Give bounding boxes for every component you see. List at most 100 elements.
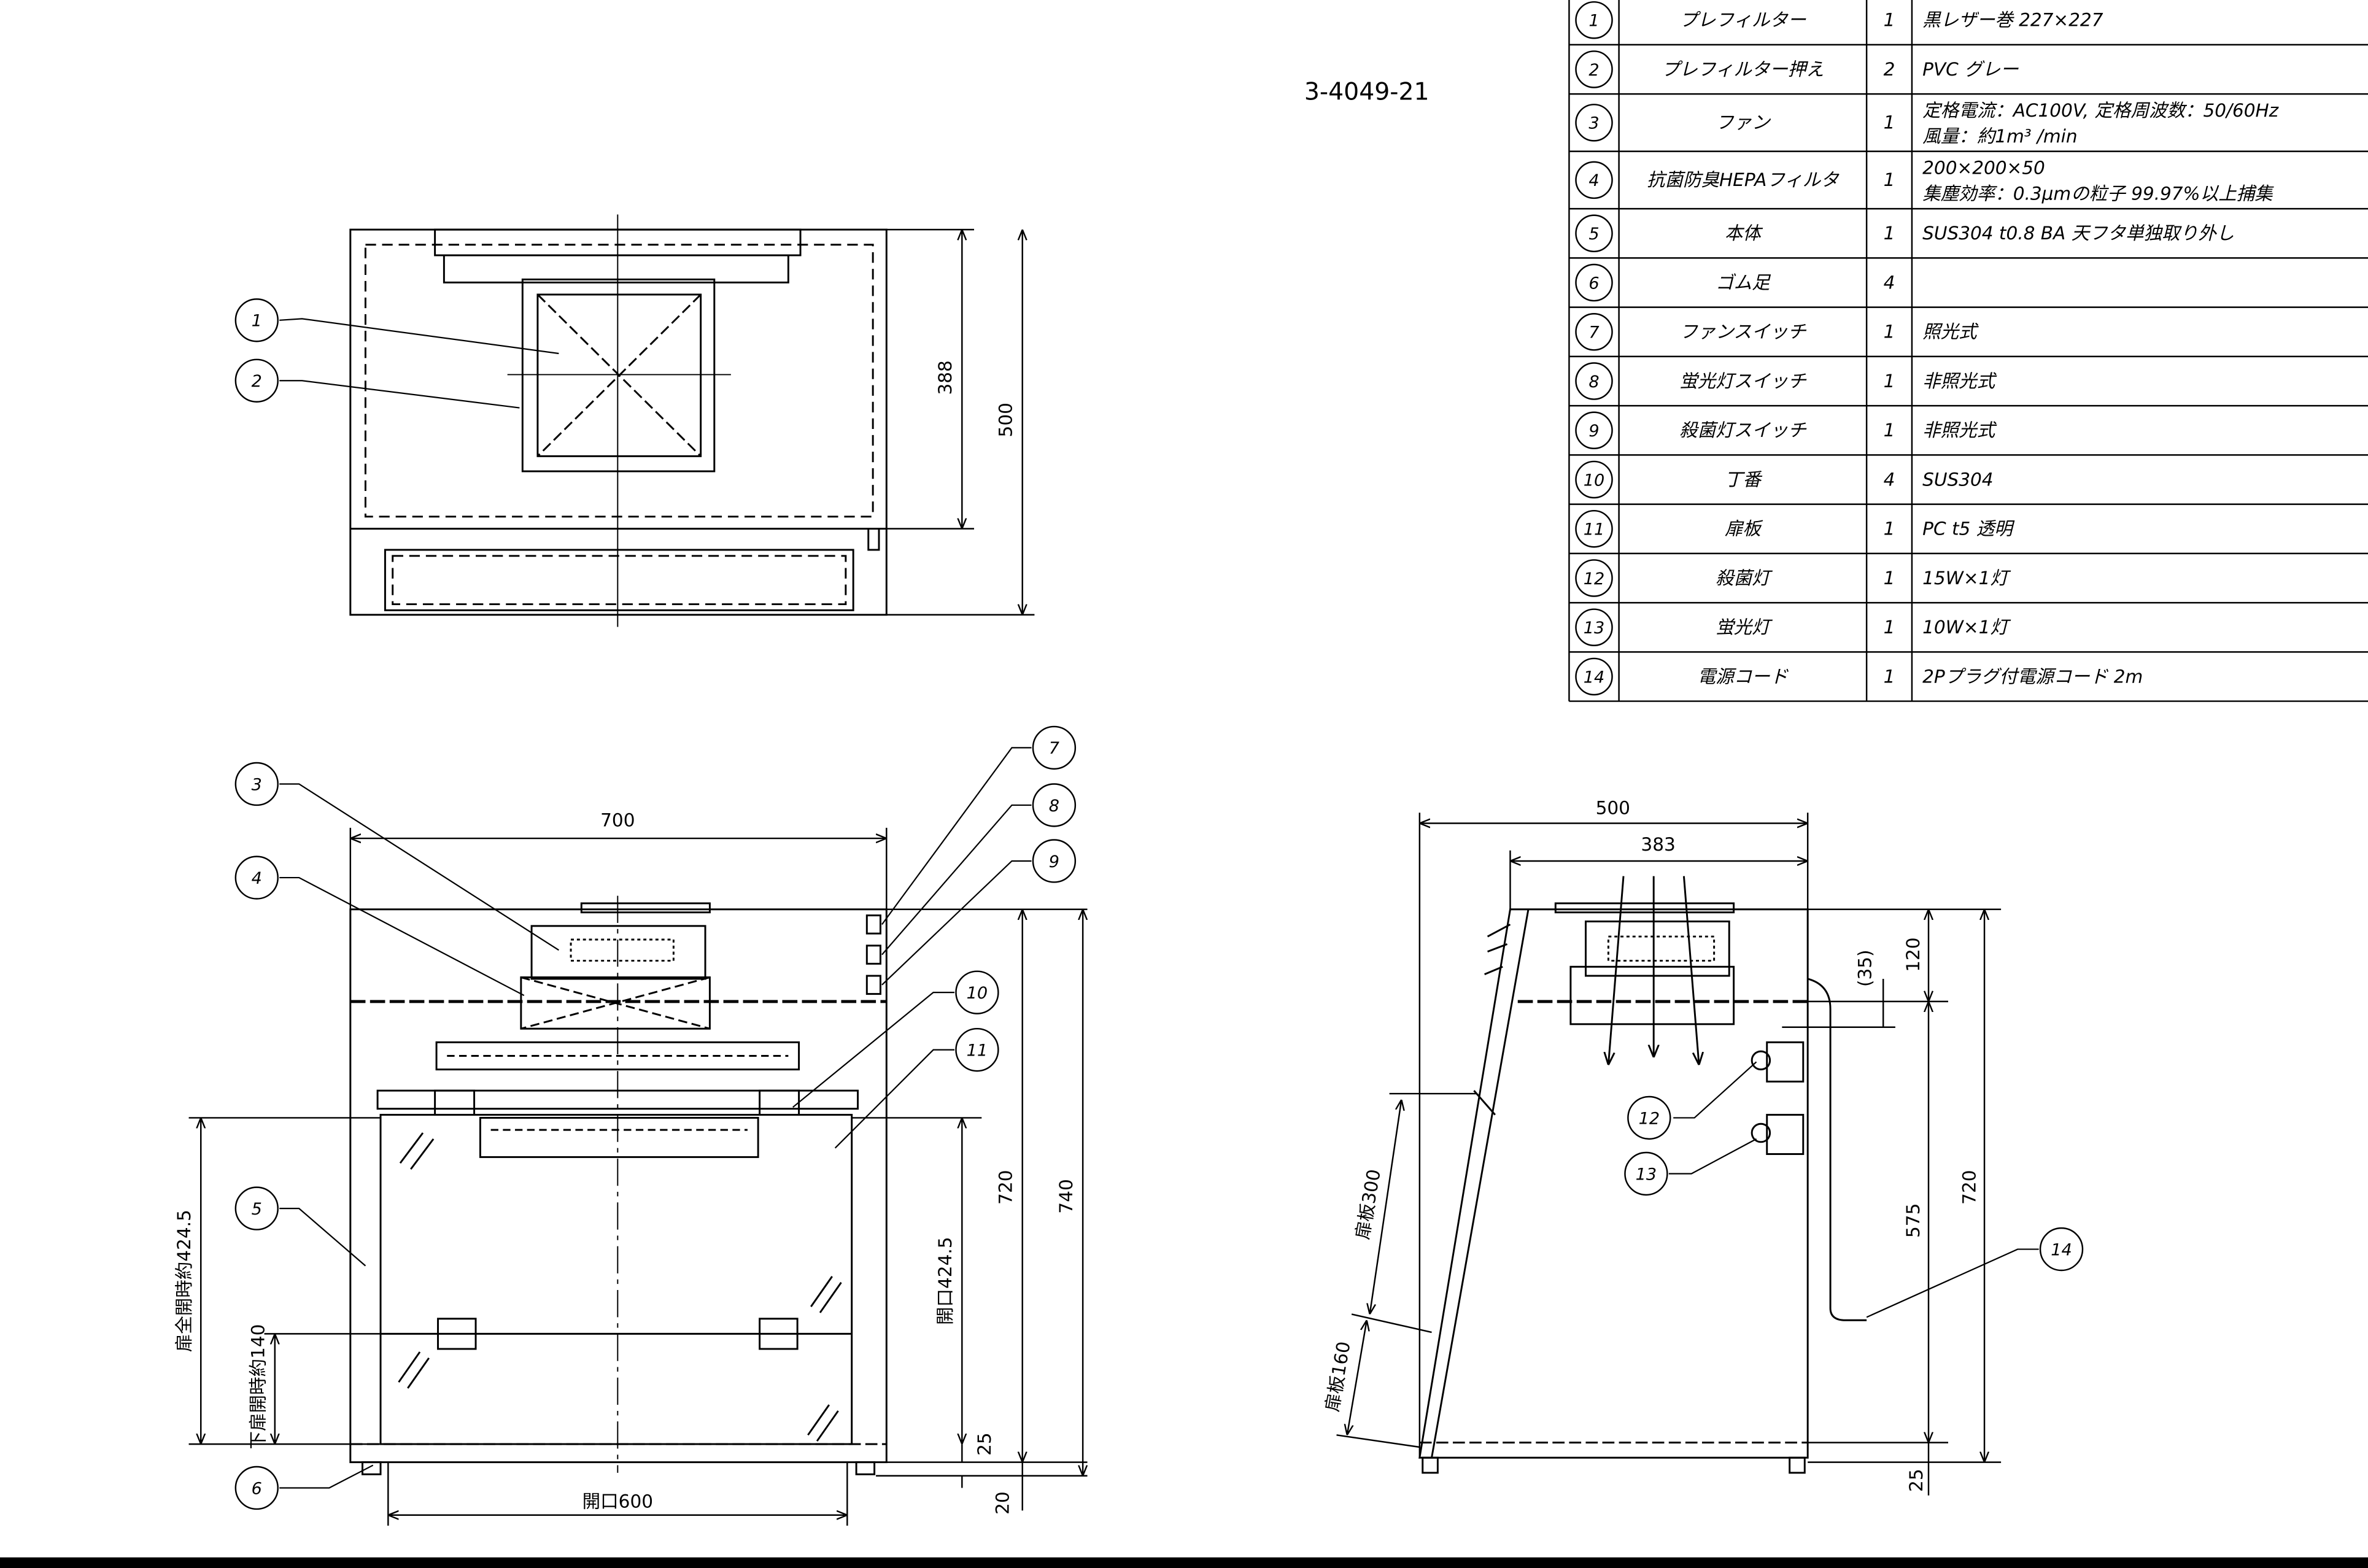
- front-hepa: [520, 976, 711, 1030]
- top-view-switch: [867, 528, 880, 551]
- side-body-outline: [1418, 908, 1809, 1459]
- front-glass-mark: [399, 1132, 424, 1164]
- table-row-spec: 風量：約1m³ /min: [1922, 126, 2077, 147]
- balloon: [1032, 839, 1077, 883]
- table-row-balloon: [1575, 214, 1613, 253]
- top-view: [349, 214, 888, 627]
- table-row-qty: 1: [1884, 371, 1895, 392]
- side-lamp-12: [1766, 1041, 1805, 1083]
- dimension-lines: [188, 228, 2002, 1526]
- table-row-qty: 1: [1884, 322, 1895, 342]
- dim-side-height-total: 720: [1959, 1170, 1979, 1204]
- balloon-number: 8: [1049, 797, 1059, 816]
- table-row-spec: 黒レザー巻 227×227: [1922, 10, 2103, 31]
- side-front-glass: [1431, 909, 1530, 1458]
- balloon-number: 7: [1049, 739, 1059, 758]
- table-row-spec: 非照光式: [1922, 371, 1997, 392]
- table-row-name: 蛍光灯スイッチ: [1679, 371, 1807, 392]
- balloon-number: 3: [252, 775, 262, 794]
- table-row-no: 1: [1588, 12, 1599, 31]
- balloon: [234, 1466, 279, 1510]
- front-switch-7: [865, 914, 881, 935]
- table-row-balloon: [1575, 104, 1613, 142]
- dim-front-width: 700: [600, 809, 635, 830]
- front-glass-mark: [819, 1281, 842, 1313]
- dim-side-base: 25: [1906, 1469, 1927, 1492]
- top-view-filter-cross: [536, 293, 702, 457]
- top-view-front-panel: [384, 549, 854, 611]
- side-view: [1418, 876, 1867, 1474]
- front-view: [349, 895, 888, 1475]
- side-lamp-13: [1766, 1114, 1805, 1155]
- table-row-no: 14: [1584, 668, 1604, 687]
- table-row-name: 本体: [1725, 223, 1763, 244]
- table-row-balloon: [1575, 559, 1613, 597]
- front-glass-mark: [807, 1404, 830, 1436]
- balloon-number: 12: [1639, 1109, 1660, 1128]
- top-view-filter-frame: [521, 278, 716, 473]
- dim-front-height-body: 720: [996, 1170, 1016, 1204]
- table-row-qty: 1: [1884, 420, 1895, 441]
- balloon: [1627, 1095, 1671, 1140]
- side-foot-rear: [1789, 1456, 1806, 1474]
- side-door-hinge: [1487, 924, 1511, 938]
- table-row-no: 5: [1588, 225, 1599, 244]
- dim-side-depth-outer: 500: [1596, 798, 1630, 819]
- table-row-spec: 集塵効率：0.3μmの粒子 99.97%以上捕集: [1922, 183, 2274, 204]
- table-row-qty: 1: [1884, 10, 1895, 31]
- table-row-no: 10: [1584, 471, 1604, 490]
- side-hepa: [1569, 965, 1735, 1025]
- dim-front-door-full-open: 扉全開時約424.5: [174, 1210, 195, 1352]
- table-row-qty: 1: [1884, 112, 1895, 133]
- balloon: [234, 855, 279, 900]
- table-row-no: 3: [1588, 114, 1599, 133]
- side-lamp-12-end: [1751, 1050, 1771, 1071]
- front-foot-left: [362, 1461, 382, 1475]
- balloon: [955, 970, 999, 1014]
- table-row-name: 抗菌防臭HEPAフィルタ: [1647, 169, 1840, 190]
- table-row-balloon: [1575, 50, 1613, 88]
- side-door-hinge: [1473, 1090, 1496, 1116]
- dim-front-door-lower-open: 下扉開時約140: [248, 1324, 269, 1450]
- top-view-front-panel-inner: [392, 555, 847, 606]
- table-row-name: 殺菌灯スイッチ: [1679, 420, 1807, 441]
- dim-front-opening-height: 開口424.5: [935, 1237, 956, 1325]
- balloon-number: 1: [252, 312, 262, 331]
- table-row-name: ゴム足: [1716, 272, 1771, 293]
- front-glass-mark: [398, 1351, 421, 1383]
- front-fan-blade: [570, 938, 675, 962]
- balloon-number: 4: [252, 869, 262, 888]
- table-row-balloon: [1575, 608, 1613, 646]
- dim-side-top: 120: [1903, 937, 1924, 971]
- table-row-qty: 4: [1884, 469, 1895, 490]
- side-door-hinge: [1487, 943, 1508, 953]
- table-row-balloon: [1575, 263, 1613, 302]
- balloon: [234, 298, 279, 342]
- front-glass-mark: [816, 1410, 839, 1442]
- table-row-spec: SUS304: [1922, 469, 1993, 490]
- table-row-name: ファン: [1716, 112, 1771, 133]
- dim-side-offset: (35): [1855, 949, 1876, 987]
- table-row-name: プレフィルター押え: [1662, 59, 1824, 80]
- table-row-qty: 1: [1884, 617, 1895, 638]
- top-view-inner-dashed: [364, 244, 874, 518]
- table-row-balloon: [1575, 1, 1613, 39]
- balloon: [1624, 1151, 1668, 1196]
- balloon: [1032, 783, 1077, 827]
- table-row-qty: 2: [1884, 59, 1895, 80]
- table-row-balloon: [1575, 362, 1613, 400]
- top-view-filter: [536, 293, 702, 457]
- table-row-no: 6: [1588, 274, 1599, 293]
- balloon-number: 6: [252, 1479, 262, 1498]
- table-row-qty: 1: [1884, 223, 1895, 244]
- table-row-qty: 4: [1884, 272, 1895, 293]
- table-row-no: 4: [1588, 171, 1599, 190]
- table-row-spec: PVC グレー: [1922, 59, 2019, 80]
- balloon: [2039, 1227, 2084, 1272]
- drawing-number: 3-4049-21: [1304, 77, 1430, 106]
- table-row-name: 扉板: [1725, 519, 1764, 539]
- table-row-balloon: [1575, 657, 1613, 696]
- balloon: [955, 1027, 999, 1072]
